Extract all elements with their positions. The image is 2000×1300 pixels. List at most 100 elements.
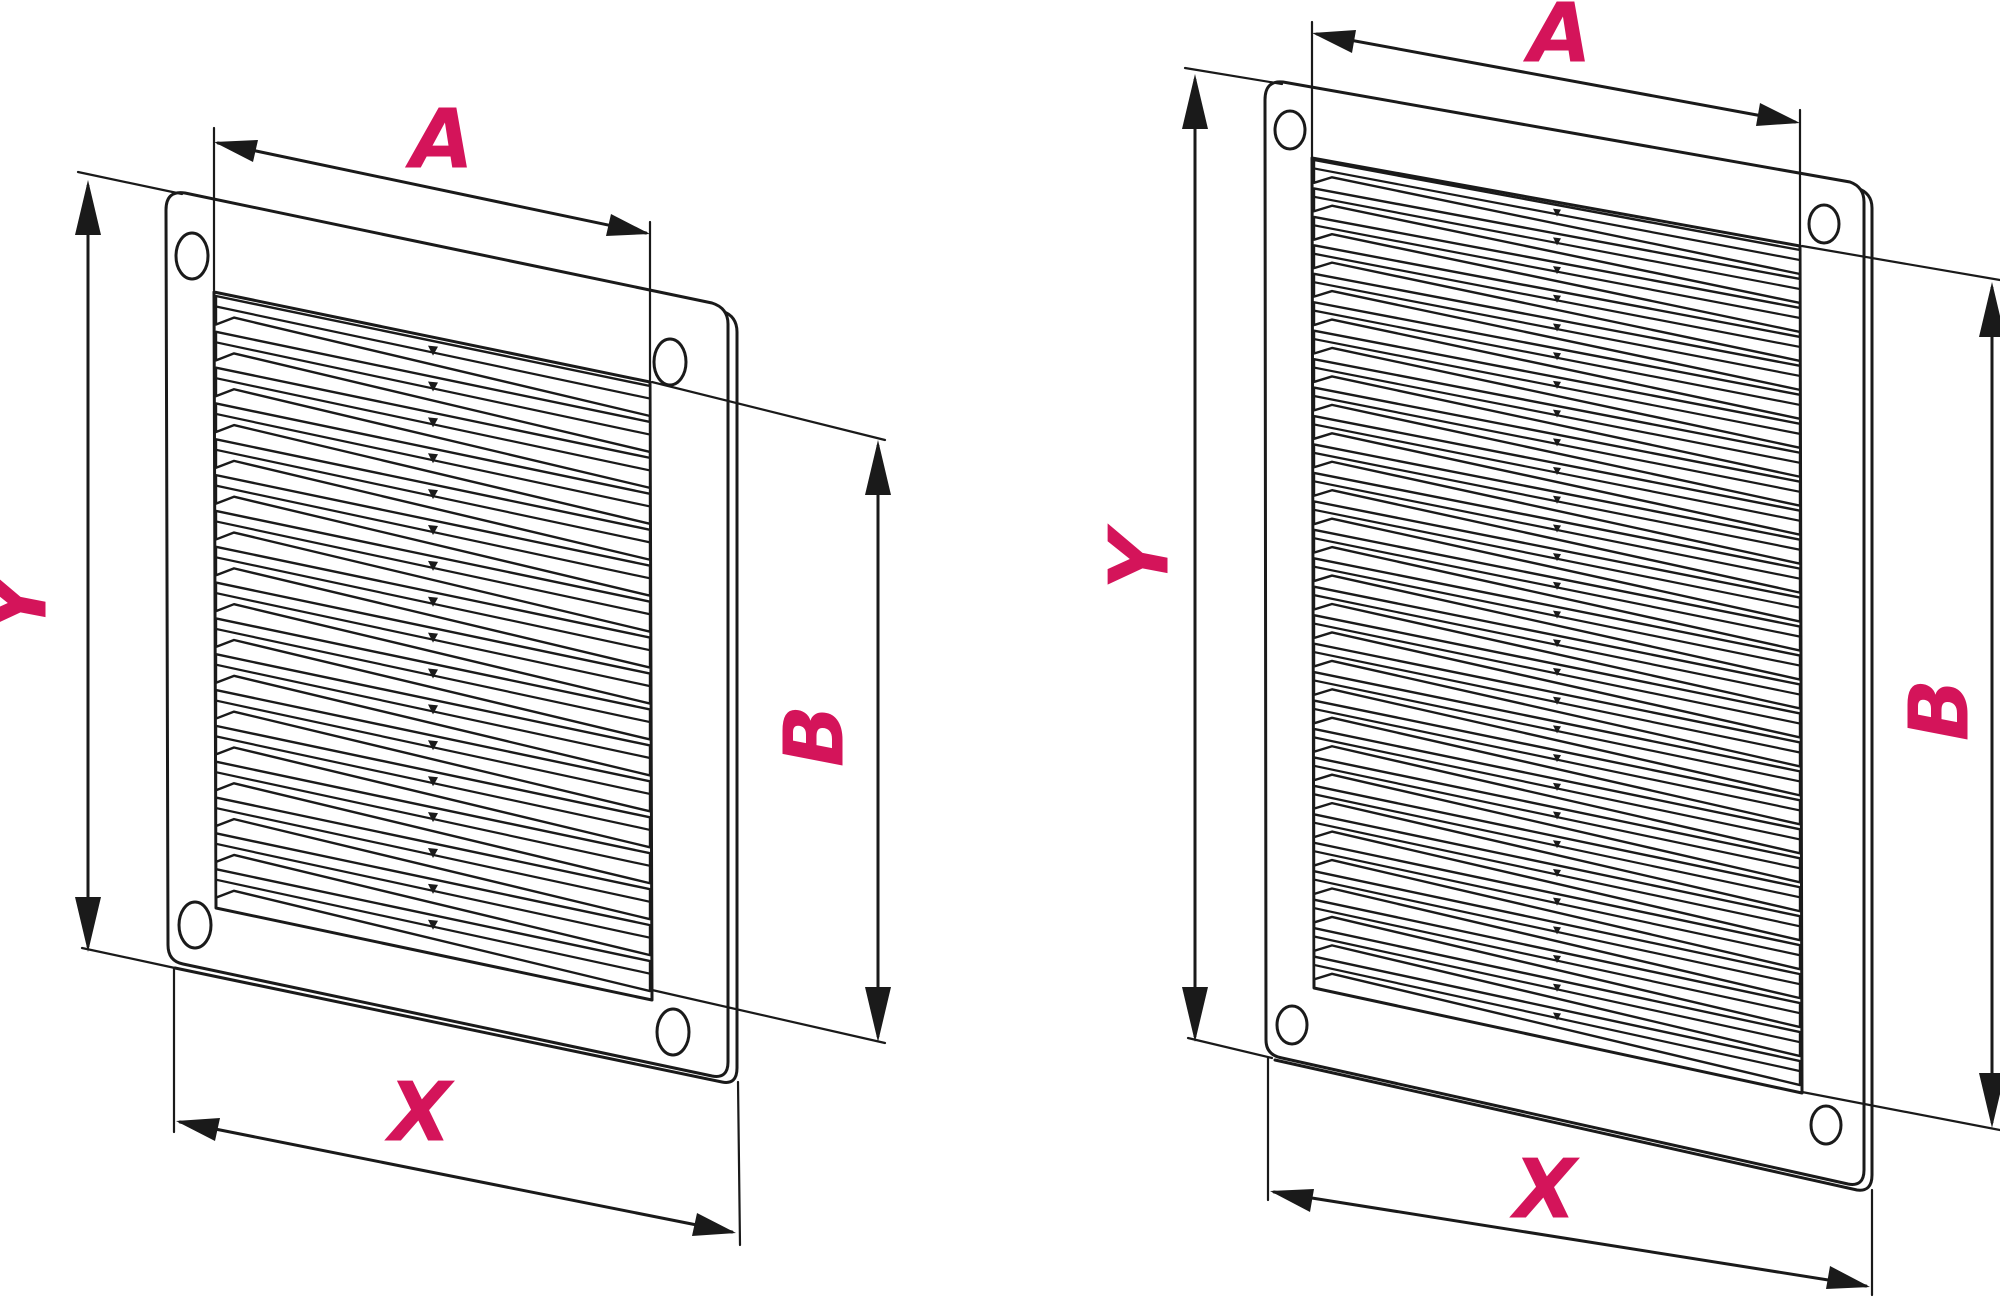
large-louver-slat (1312, 158, 1802, 276)
large-louver-slat (1312, 386, 1802, 507)
small-louver-slat (214, 545, 652, 669)
small-louver-slat (214, 617, 652, 741)
large-louver-slat (1312, 301, 1802, 421)
large-louver-slat-tab (1553, 266, 1561, 275)
large-louver-slat (1312, 699, 1802, 826)
large-screw-hole-bottom-right (1809, 1104, 1843, 1146)
small-louver-slat (214, 473, 652, 597)
large-louver-slat (1312, 272, 1802, 392)
small-louver-slat (214, 402, 652, 526)
large-louver-slat (1312, 727, 1802, 855)
large-louver-slat (1312, 756, 1802, 884)
small-louver-slat-tab (428, 525, 438, 536)
large-louver-slat (1312, 613, 1802, 739)
small-screw-hole-top-left (174, 231, 210, 281)
small-screw-hole-bottom-right (655, 1007, 691, 1057)
small-vent-grille: A Y B X (0, 93, 891, 1247)
large-label-b: B (1893, 679, 1988, 742)
large-louver-slat (1312, 870, 1802, 1000)
large-louver-slat-tab (1553, 811, 1561, 820)
small-louver-slat (214, 724, 652, 849)
large-louver-slat-tab (1553, 438, 1561, 447)
large-louver-slat-tab (1553, 380, 1561, 389)
large-dimension-b (1800, 244, 2000, 1132)
large-louver-slat-tab (1553, 955, 1561, 964)
small-screw-hole-top-right (652, 337, 688, 387)
large-louver-slat (1312, 215, 1802, 334)
large-louver-slat (1312, 926, 1802, 1058)
small-louver-slat-tab (428, 847, 438, 858)
large-louver-slat-tab (1553, 294, 1561, 303)
large-dimension-x (1266, 1056, 1874, 1297)
small-label-a: A (404, 93, 473, 188)
small-frame-edge (170, 194, 739, 1084)
large-louver-slat (1312, 898, 1802, 1029)
large-louver-slat-tab (1553, 639, 1561, 648)
small-louver-slat-tab (428, 883, 438, 894)
small-louver-slats (214, 294, 652, 993)
small-louver-slat (214, 294, 652, 418)
large-louver-slat (1312, 585, 1802, 710)
small-louver-slat-tab (428, 417, 438, 428)
large-louver-slat-tab (1553, 610, 1561, 619)
large-louver-slat-tab (1553, 323, 1561, 332)
small-louver-slat (214, 760, 652, 885)
large-louver-slat-tab (1553, 667, 1561, 676)
small-louver-slat-tab (428, 596, 438, 607)
small-louver-slat (214, 653, 652, 777)
large-screw-hole-top-left (1273, 109, 1307, 151)
large-louver-slat (1312, 329, 1802, 449)
small-louver-slat-tab (428, 776, 438, 787)
small-louver-slat (214, 832, 652, 957)
large-louver-slat-tab (1553, 782, 1561, 791)
large-louver-slat-tab (1553, 840, 1561, 849)
small-dimension-b (650, 380, 891, 1045)
small-louver-slat (214, 330, 652, 454)
large-louver-slat-tab (1553, 1012, 1561, 1021)
large-louver-slat (1312, 357, 1802, 478)
large-screw-hole-bottom-left (1275, 1004, 1309, 1046)
small-louver-slat-tab (428, 560, 438, 571)
large-dimension-y (1182, 66, 1284, 1060)
large-louver-slat (1312, 642, 1802, 768)
large-louver-slat-tab (1553, 495, 1561, 504)
large-louver-slat-tab (1553, 868, 1561, 877)
small-louver-slat-tab (428, 489, 438, 500)
large-louver-slat-tab (1553, 983, 1561, 992)
small-louver-slat (214, 688, 652, 813)
large-louver-slat-tab (1553, 524, 1561, 533)
large-louver-slats (1312, 158, 1802, 1087)
large-louver-slat-tab (1553, 553, 1561, 562)
small-louver-slat (214, 509, 652, 633)
large-louver-slat (1312, 813, 1802, 942)
large-louver-slat (1312, 670, 1802, 797)
large-louver-slat-tab (1553, 581, 1561, 590)
large-louver-slat (1312, 244, 1802, 363)
small-louver-slat-tab (428, 453, 438, 464)
small-louver-slat (214, 438, 652, 561)
small-louver-slat-tab (428, 381, 438, 392)
large-louver-slat (1312, 187, 1802, 305)
large-louver-slat (1312, 784, 1802, 913)
large-vent-grille: A Y B X (1093, 0, 2000, 1297)
large-louver-slat-tab (1553, 352, 1561, 361)
large-louver-slat-tab (1553, 725, 1561, 734)
small-louver-slat-tab (428, 740, 438, 751)
small-louver-slat (214, 581, 652, 705)
large-louver-slat-tab (1553, 696, 1561, 705)
small-dimension-a (212, 126, 652, 382)
large-louver-slat-tab (1553, 926, 1561, 935)
large-label-x: X (1508, 1143, 1580, 1238)
small-dimension-y (75, 170, 184, 970)
small-louver-slat (214, 867, 652, 993)
large-louver-slat (1312, 528, 1802, 652)
small-screw-hole-bottom-left (177, 900, 213, 950)
small-label-y: Y (0, 567, 66, 634)
large-louver-slat (1312, 841, 1802, 971)
small-dimension-x (172, 966, 742, 1247)
large-screw-hole-top-right (1807, 203, 1841, 245)
large-label-y: Y (1093, 523, 1188, 590)
large-louver-slat (1312, 557, 1802, 681)
large-louver-slat-tab (1553, 208, 1561, 217)
